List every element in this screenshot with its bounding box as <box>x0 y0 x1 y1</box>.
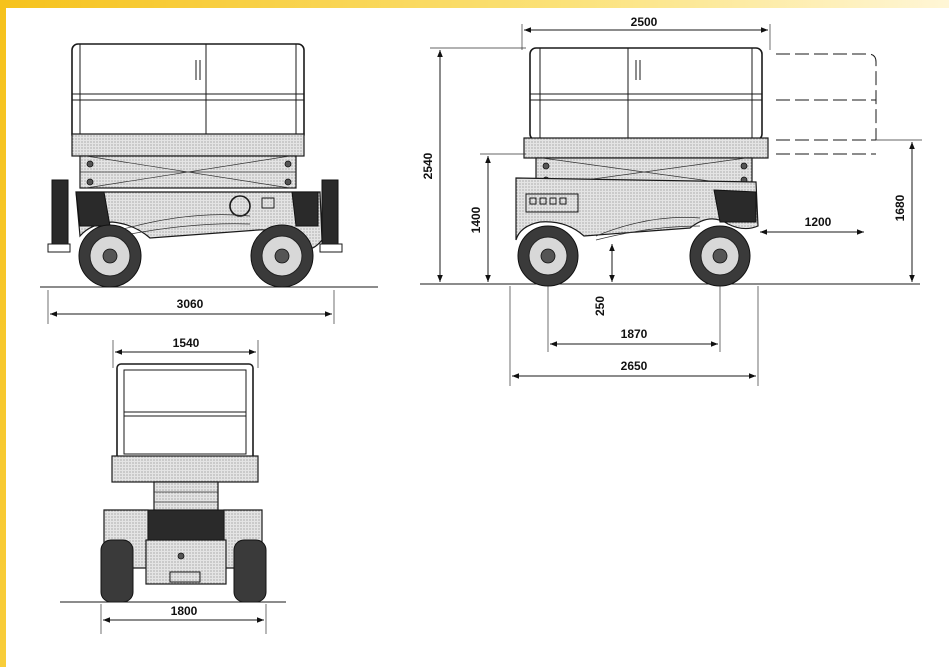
dim-2500: 2500 <box>631 15 658 29</box>
dim-1870: 1870 <box>621 327 648 341</box>
front-view-scissor <box>147 481 225 547</box>
frame-left-border <box>0 0 6 667</box>
dim-1800: 1800 <box>171 604 198 618</box>
side-view-wheel-front <box>78 224 142 288</box>
front-view-guardrail <box>111 363 259 483</box>
side-view: 3060 <box>40 43 378 324</box>
dim-1540: 1540 <box>173 336 200 350</box>
rear-view-guardrail <box>523 47 769 159</box>
rear-view-chassis <box>515 177 759 241</box>
dim-1680: 1680 <box>893 194 907 221</box>
front-view-wheel-left <box>100 539 134 603</box>
rear-view-extension <box>776 53 877 155</box>
rear-view-wheel-rear <box>689 225 751 287</box>
dim-250: 250 <box>593 296 607 316</box>
dim-1400: 1400 <box>469 206 483 233</box>
dim-2540: 2540 <box>421 152 435 179</box>
side-view-scissor <box>79 155 297 189</box>
rear-view: 2500 <box>420 15 922 386</box>
dim-2650: 2650 <box>621 359 648 373</box>
frame-top-border <box>0 0 949 8</box>
dim-1200: 1200 <box>805 215 832 229</box>
dim-3060: 3060 <box>177 297 204 311</box>
side-view-chassis <box>47 179 343 253</box>
front-view-wheel-right <box>233 539 267 603</box>
side-view-wheel-rear <box>250 224 314 288</box>
rear-view-wheel-front <box>517 225 579 287</box>
front-view: 1540 180 <box>60 336 286 634</box>
side-view-guardrail <box>71 43 305 157</box>
